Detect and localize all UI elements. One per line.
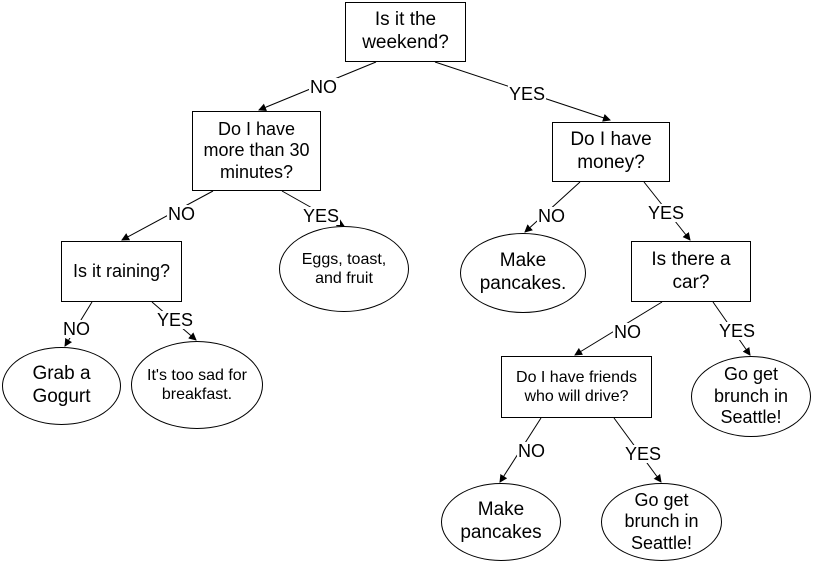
edge-label-root-no: NO bbox=[309, 77, 338, 97]
edge-label-money-yes: YES bbox=[647, 203, 686, 223]
edge-label-raining-yes: YES bbox=[156, 310, 195, 330]
outcome-brunch-in-seattle-2: Go get brunch in Seattle! bbox=[601, 483, 722, 561]
node-is-there-a-car: Is there a car? bbox=[631, 241, 751, 302]
node-do-i-have-money: Do I have money? bbox=[552, 122, 670, 182]
outcome-make-pancakes-2: Make pancakes bbox=[441, 483, 561, 561]
edge-label-friends-yes: YES bbox=[624, 444, 663, 464]
node-more-than-30-minutes: Do I have more than 30 minutes? bbox=[192, 111, 321, 191]
edge-label-car-no: NO bbox=[613, 322, 642, 342]
edge-label-friends-no: NO bbox=[517, 441, 546, 461]
edge-label-money-no: NO bbox=[537, 206, 566, 226]
outcome-make-pancakes-1: Make pancakes. bbox=[460, 233, 586, 313]
outcome-eggs-toast-fruit: Eggs, toast, and fruit bbox=[279, 226, 409, 312]
edge-label-time-no: NO bbox=[167, 204, 196, 224]
edge-label-time-yes: YES bbox=[302, 206, 341, 226]
node-friends-who-will-drive: Do I have friends who will drive? bbox=[501, 356, 652, 418]
outcome-too-sad-for-breakfast: It's too sad for breakfast. bbox=[131, 341, 263, 429]
edge-label-raining-no: NO bbox=[62, 319, 91, 339]
outcome-brunch-in-seattle-1: Go get brunch in Seattle! bbox=[691, 356, 811, 437]
edge-label-root-yes: YES bbox=[508, 84, 547, 104]
edge-label-car-yes: YES bbox=[718, 321, 757, 341]
outcome-grab-a-gogurt: Grab a Gogurt bbox=[2, 347, 121, 425]
node-is-it-the-weekend: Is it the weekend? bbox=[345, 2, 466, 62]
node-is-it-raining: Is it raining? bbox=[61, 241, 182, 302]
